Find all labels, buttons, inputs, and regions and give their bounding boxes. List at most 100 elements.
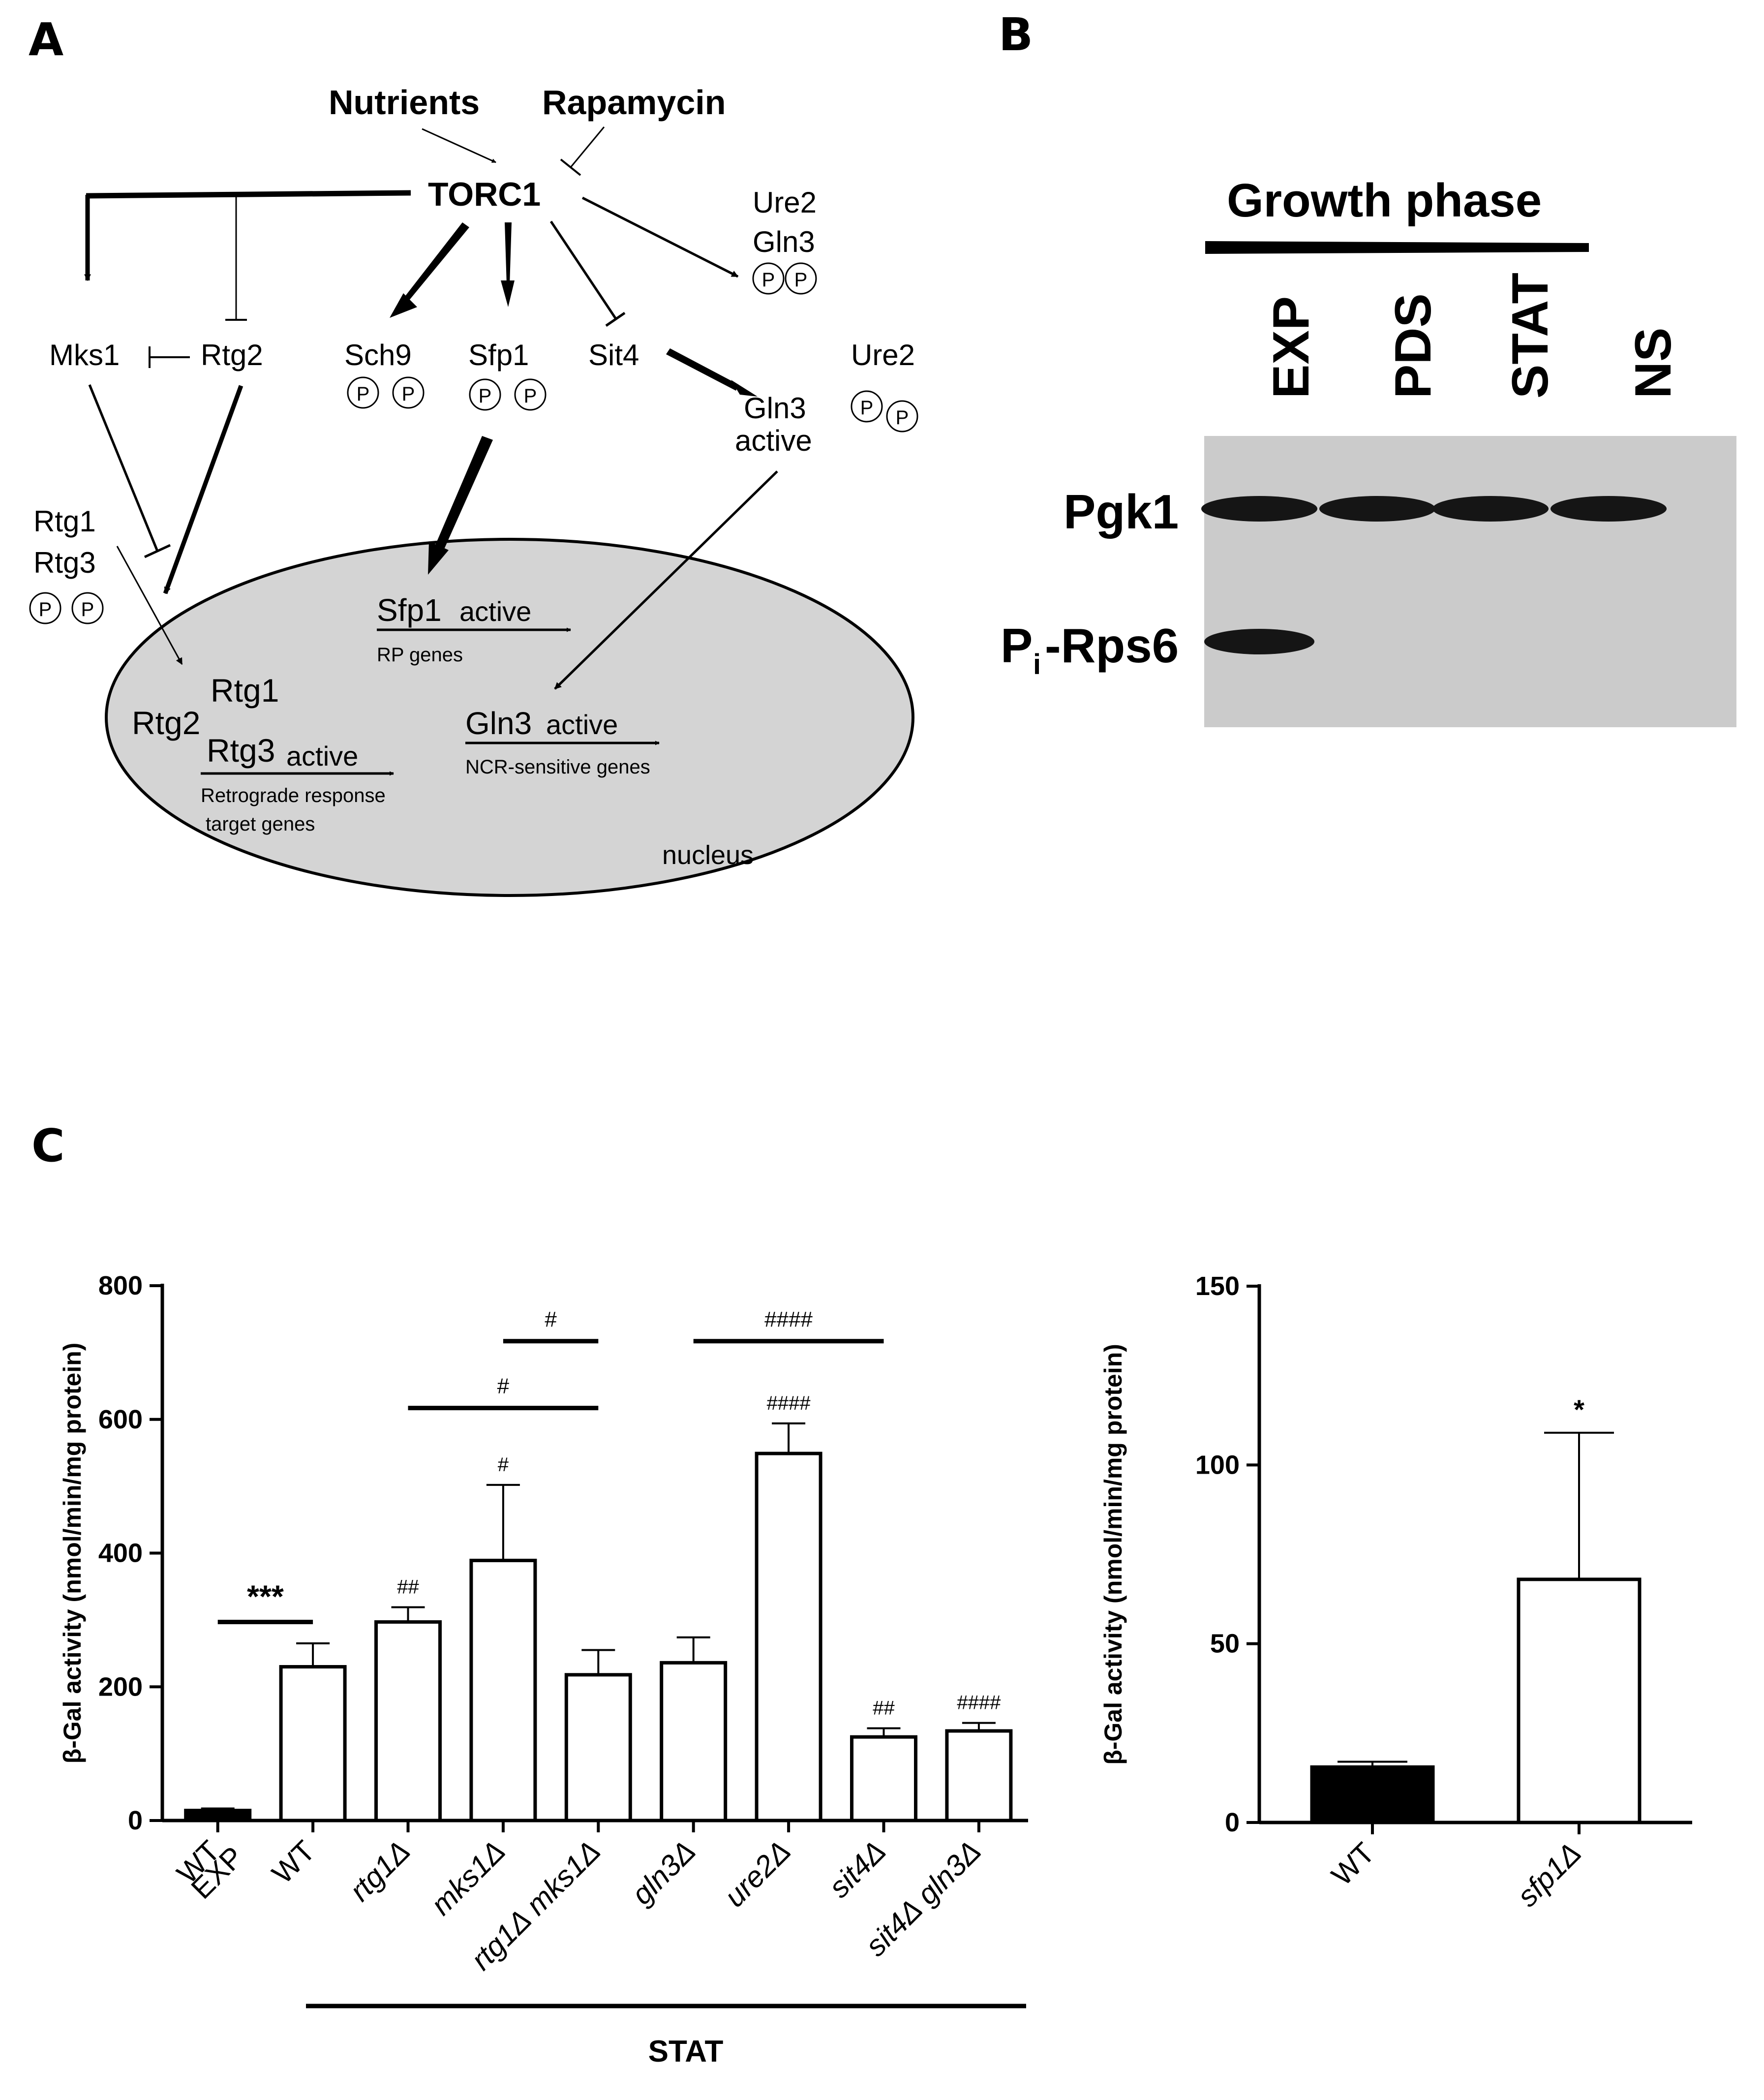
torc1-inhibit-sit4-bar bbox=[605, 311, 626, 327]
gln3-nuc-suffix: active bbox=[546, 709, 618, 740]
sfp1-phospho: P P bbox=[469, 378, 547, 411]
chart-right: β-Gal activity (nmol/min/mg protein) 050… bbox=[1099, 1271, 1692, 1913]
y-axis-label: β-Gal activity (nmol/min/mg protein) bbox=[59, 1343, 86, 1764]
rtg3-nuc-label: Rtg3 bbox=[207, 732, 275, 769]
phospho-circle bbox=[514, 378, 547, 411]
x-tick-label: sfp1Δ bbox=[1511, 1836, 1587, 1913]
y-tick-label: 400 bbox=[98, 1539, 143, 1568]
rtg2-label: Rtg2 bbox=[201, 339, 263, 371]
rtg3-nuc-suffix: active bbox=[286, 741, 358, 772]
phospho-circle bbox=[785, 262, 817, 295]
retrograde-label-2: target genes bbox=[206, 813, 315, 835]
lane-label-ns: NS bbox=[1625, 328, 1682, 399]
y-tick-label: 50 bbox=[1210, 1629, 1240, 1659]
phospho-circle bbox=[347, 376, 379, 409]
rtg3-left-label: Rtg3 bbox=[33, 546, 96, 579]
sch9-label: Sch9 bbox=[344, 339, 412, 371]
phospho-circle bbox=[29, 592, 61, 624]
lane-label-stat: STAT bbox=[1502, 273, 1559, 399]
gln3-top-label: Gln3 bbox=[753, 225, 815, 258]
phospho-label: P bbox=[402, 383, 415, 405]
rtg1-left-label: Rtg1 bbox=[33, 505, 96, 538]
phospho-label: P bbox=[39, 599, 52, 620]
y-tick-label: 150 bbox=[1195, 1271, 1240, 1301]
significance-mark: * bbox=[1574, 1394, 1584, 1425]
x-tick-label: rtg1Δ bbox=[343, 1834, 417, 1908]
rtg1-nuc-label: Rtg1 bbox=[211, 672, 279, 709]
phospho-circle bbox=[886, 400, 918, 432]
sfp1-to-nucleus-head bbox=[428, 541, 449, 575]
x-tick-label: sit4Δ bbox=[822, 1834, 892, 1904]
sit4-to-gln3-head bbox=[731, 380, 758, 397]
rapamycin-label: Rapamycin bbox=[542, 83, 726, 122]
sfp1-active-suffix: active bbox=[459, 596, 531, 627]
bar bbox=[279, 1665, 347, 1822]
y-tick-label: 200 bbox=[98, 1672, 143, 1701]
bar bbox=[660, 1661, 728, 1822]
torc1-to-sfp1-head bbox=[501, 280, 515, 307]
panel-a: A Nutrients Rapamycin TORC1 Ure2 Gln3 P … bbox=[29, 13, 918, 897]
sit4-label: Sit4 bbox=[588, 339, 639, 371]
lane-label-pds: PDS bbox=[1385, 293, 1442, 399]
ncr-genes-label: NCR-sensitive genes bbox=[465, 756, 650, 778]
bar bbox=[1517, 1577, 1642, 1824]
rtg2-nuc-label: Rtg2 bbox=[132, 705, 200, 741]
rp-genes-label: RP genes bbox=[377, 644, 463, 666]
pgk1-band bbox=[1201, 496, 1317, 522]
torc1-to-sch9-head bbox=[390, 293, 417, 318]
bar bbox=[469, 1558, 537, 1822]
phospho-label: P bbox=[860, 397, 874, 419]
bracket-label: *** bbox=[247, 1578, 284, 1614]
mks1-inhibit-bar bbox=[144, 544, 171, 558]
panel-c: C β-Gal activity (nmol/min/mg protein) 0… bbox=[31, 1119, 1692, 2069]
blot-background bbox=[1204, 436, 1736, 727]
mks1-label: Mks1 bbox=[49, 339, 120, 371]
ure2-top-label: Ure2 bbox=[753, 186, 817, 219]
rps6-band bbox=[1204, 629, 1314, 654]
nucleus-ellipse bbox=[105, 538, 914, 897]
phospho-label: P bbox=[479, 385, 492, 407]
phospho-label: P bbox=[357, 383, 370, 405]
rtg1-rtg3-import-arrow bbox=[116, 546, 183, 665]
torc1-to-gln3-arrow bbox=[581, 196, 739, 278]
gln3-to-nucleus-arrow bbox=[554, 470, 778, 690]
bar bbox=[564, 1673, 632, 1822]
phospho-circle bbox=[71, 592, 104, 624]
x-tick-label: WT bbox=[266, 1834, 321, 1890]
panel-b-letter: B bbox=[999, 8, 1033, 61]
phospho-label: P bbox=[794, 269, 808, 291]
sit4-to-gln3-wedge bbox=[666, 348, 739, 391]
bracket-label: # bbox=[497, 1374, 510, 1398]
significance-mark: ## bbox=[397, 1576, 419, 1598]
torc1-branch-line bbox=[86, 190, 411, 199]
ure2-gln3-phospho: P P bbox=[752, 262, 817, 295]
rps6-label-p: P bbox=[1001, 618, 1033, 673]
bracket-label: # bbox=[545, 1307, 557, 1331]
bar bbox=[1310, 1765, 1435, 1824]
sfp1-label: Sfp1 bbox=[468, 339, 529, 371]
bar bbox=[184, 1809, 252, 1822]
panel-c-letter: C bbox=[31, 1119, 65, 1172]
rapamycin-inhibit-line bbox=[570, 126, 605, 168]
ure2-right-phospho: P P bbox=[851, 390, 918, 432]
phospho-circle bbox=[392, 376, 425, 409]
mks1-inhibit-line bbox=[88, 384, 159, 552]
y-tick-label: 100 bbox=[1195, 1450, 1240, 1480]
pgk1-band bbox=[1319, 496, 1435, 522]
bar bbox=[374, 1620, 442, 1822]
ure2-right-label: Ure2 bbox=[851, 339, 915, 371]
pgk1-band bbox=[1432, 496, 1549, 522]
y-tick-label: 0 bbox=[128, 1806, 143, 1835]
lane-label-exp: EXP bbox=[1263, 296, 1320, 399]
panel-b: B Growth phase EXP PDS STAT NS Pgk1 P i … bbox=[999, 8, 1736, 727]
sfp1-active-label: Sfp1 bbox=[377, 592, 442, 628]
gln3-active-label-2: active bbox=[735, 424, 812, 457]
phospho-circle bbox=[851, 390, 883, 423]
nutrients-arrow bbox=[422, 128, 496, 163]
rtg2-to-nucleus-arrow bbox=[163, 385, 243, 594]
y-tick-label: 0 bbox=[1225, 1808, 1240, 1837]
rapamycin-inhibit-bar bbox=[560, 158, 581, 176]
significance-mark: # bbox=[498, 1454, 509, 1476]
x-tick-label: WT bbox=[1325, 1836, 1381, 1892]
